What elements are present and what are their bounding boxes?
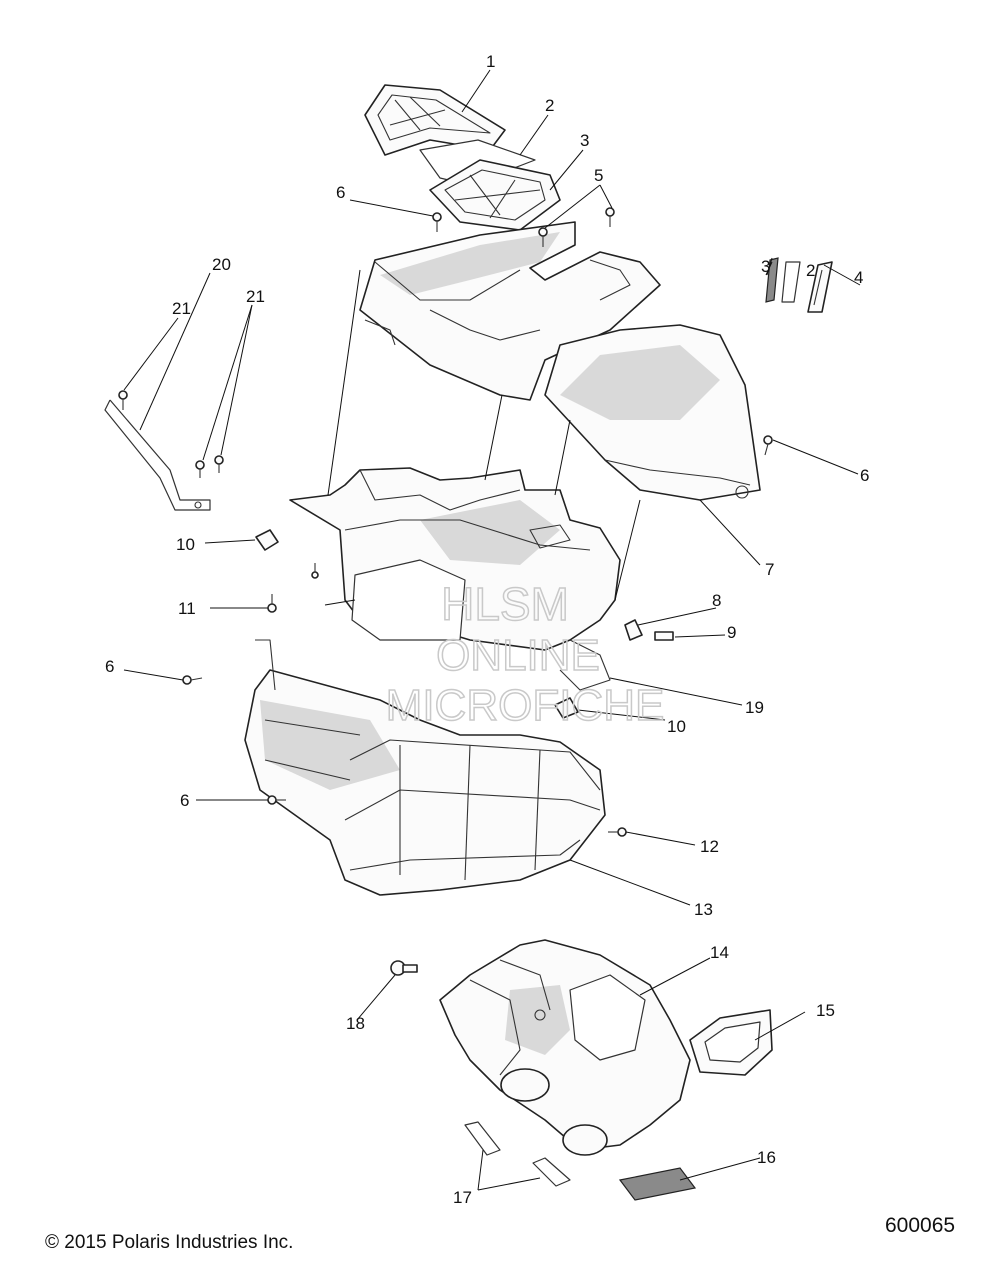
clip-8 bbox=[624, 619, 643, 641]
leader-lines bbox=[123, 69, 861, 1191]
callout-11: 11 bbox=[178, 599, 196, 618]
fastener-11 bbox=[267, 594, 277, 613]
clip-10a bbox=[255, 529, 279, 551]
upper-duct-cover bbox=[359, 221, 661, 401]
seal-15 bbox=[689, 1009, 773, 1076]
callout-5: 5 bbox=[594, 166, 603, 185]
watermark-line3: MICROFICHE bbox=[386, 681, 665, 730]
clamp-17b bbox=[532, 1157, 571, 1187]
fastener-21b bbox=[195, 460, 205, 478]
callout-4: 4 bbox=[854, 268, 863, 287]
copyright-text: © 2015 Polaris Industries Inc. bbox=[45, 1232, 294, 1253]
strip-3 bbox=[765, 257, 779, 303]
fastener-6-top bbox=[432, 212, 442, 232]
callout-6-lower: 6 bbox=[180, 791, 189, 810]
watermark-line1: HLSM bbox=[441, 578, 569, 630]
watermark-line2: ONLINE bbox=[436, 631, 600, 680]
callout-12: 12 bbox=[700, 837, 719, 856]
strip-4 bbox=[807, 261, 833, 313]
callout-6-right: 6 bbox=[860, 466, 869, 485]
callout-7: 7 bbox=[765, 560, 774, 579]
fastener-6-left bbox=[182, 675, 203, 685]
callout-17: 17 bbox=[453, 1188, 472, 1207]
callout-21-pair: 21 bbox=[246, 287, 265, 306]
middle-housing-19 bbox=[289, 467, 621, 691]
callout-3: 3 bbox=[580, 131, 589, 150]
callout-6-left: 6 bbox=[105, 657, 114, 676]
strip-2 bbox=[781, 261, 801, 303]
callout-labels: 1 2 3 5 6 3 2 4 21 20 21 6 10 7 8 11 9 6… bbox=[105, 52, 869, 1207]
callout-18: 18 bbox=[346, 1014, 365, 1033]
fastener-5b bbox=[605, 207, 615, 227]
callout-1: 1 bbox=[486, 52, 495, 71]
callout-16: 16 bbox=[757, 1148, 776, 1167]
diagram-number: 600065 bbox=[885, 1214, 956, 1237]
clip-10b bbox=[554, 697, 579, 719]
callout-9: 9 bbox=[727, 623, 736, 642]
callout-21: 21 bbox=[172, 299, 191, 318]
callout-2: 2 bbox=[545, 96, 554, 115]
pad-16 bbox=[618, 1167, 697, 1201]
fastener-6-right bbox=[763, 435, 773, 456]
fastener-21c bbox=[214, 455, 224, 473]
airbox-14 bbox=[439, 939, 691, 1156]
watermark: HLSM ONLINE MICROFICHE bbox=[385, 577, 665, 731]
callout-6: 6 bbox=[336, 183, 345, 202]
callout-14: 14 bbox=[710, 943, 729, 962]
intake-filter-frame-1 bbox=[364, 84, 506, 156]
callout-3-strip: 3 bbox=[761, 257, 770, 276]
bolt-9 bbox=[654, 631, 674, 641]
fastener-5a bbox=[538, 227, 548, 247]
bracket-20 bbox=[104, 399, 211, 511]
intake-filter-frame-3 bbox=[429, 159, 561, 231]
fastener-18 bbox=[390, 960, 418, 976]
callout-13: 13 bbox=[694, 900, 713, 919]
clamp-17a bbox=[464, 1121, 501, 1156]
fastener-12 bbox=[608, 827, 627, 837]
fastener-center bbox=[311, 563, 319, 579]
callout-2-strip: 2 bbox=[806, 261, 815, 280]
callout-10-lower: 10 bbox=[667, 717, 686, 736]
callout-20: 20 bbox=[212, 255, 231, 274]
lower-duct-13 bbox=[244, 639, 606, 896]
fastener-21a bbox=[118, 390, 128, 410]
callout-15: 15 bbox=[816, 1001, 835, 1020]
callout-19: 19 bbox=[745, 698, 764, 717]
callout-8: 8 bbox=[712, 591, 721, 610]
assembly-lines bbox=[327, 269, 641, 601]
callout-10: 10 bbox=[176, 535, 195, 554]
fastener-6-lower bbox=[267, 795, 286, 805]
side-duct-7 bbox=[544, 324, 761, 501]
